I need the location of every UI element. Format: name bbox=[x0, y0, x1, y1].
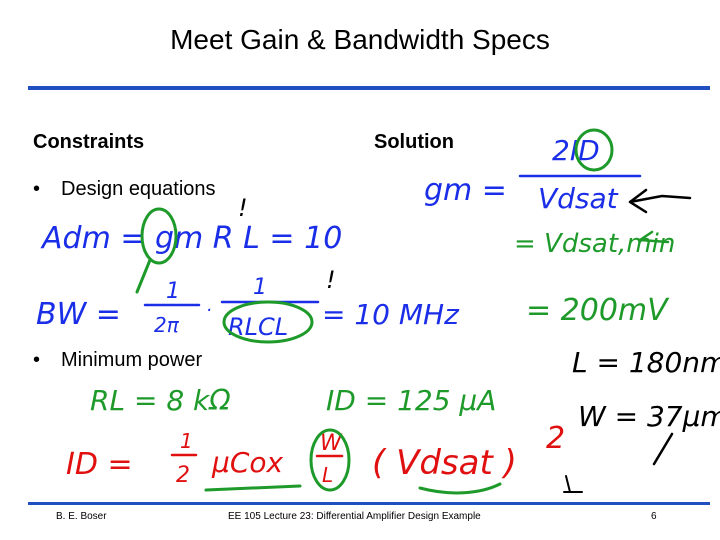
footer-divider bbox=[28, 502, 710, 505]
gain-exclamation: ! bbox=[238, 194, 248, 222]
id-l: L bbox=[322, 463, 333, 487]
id-w: W bbox=[320, 431, 343, 456]
svg-text:·: · bbox=[206, 300, 212, 321]
bw-denominator-1: 2π bbox=[154, 313, 180, 337]
id-half-numerator: 1 bbox=[180, 429, 193, 453]
footer-course: EE 105 Lecture 23: Differential Amplifie… bbox=[228, 511, 481, 522]
bw-numerator-2: 1 bbox=[253, 275, 267, 300]
id-numerator-circle bbox=[574, 128, 614, 172]
width-tail-mark bbox=[652, 432, 674, 466]
solution-heading: Solution bbox=[374, 131, 454, 153]
id-eq-lhs: ID = bbox=[66, 447, 133, 482]
vdsat-200mv: = 200mV bbox=[526, 293, 670, 328]
bullet-symbol: • bbox=[33, 349, 41, 371]
bw-exclamation: ! bbox=[326, 266, 336, 294]
bullet-minimum-power: • Minimum power bbox=[33, 349, 202, 372]
square-mark bbox=[563, 475, 583, 493]
gm-highlight-tail bbox=[135, 258, 152, 294]
vdsat-arrow bbox=[628, 188, 692, 214]
constraints-heading: Constraints bbox=[33, 131, 145, 153]
bw-numerator-1: 1 bbox=[166, 279, 180, 304]
gm-lhs: gm = bbox=[424, 173, 507, 208]
length-value: L = 180nm bbox=[572, 346, 720, 379]
bullet-symbol: • bbox=[33, 178, 41, 200]
id-ucox: μCox bbox=[211, 446, 283, 479]
bullet-design-equations: • Design equations bbox=[33, 178, 216, 201]
gain-equation: Adm = gm R L = 10 bbox=[40, 221, 342, 256]
vdsat-min-check bbox=[638, 230, 670, 244]
footer-author: B. E. Boser bbox=[56, 511, 107, 522]
wl-highlight-circle bbox=[309, 428, 351, 492]
id-value: ID = 125 μA bbox=[326, 384, 496, 417]
width-value: W = 37μm bbox=[578, 400, 720, 433]
gm-highlight-circle bbox=[140, 207, 178, 265]
id-half-denominator: 2 bbox=[176, 463, 190, 488]
id-square: 2 bbox=[546, 421, 565, 456]
bw-rhs: = 10 MHz bbox=[322, 298, 460, 331]
footer-page-number: 6 bbox=[651, 511, 657, 522]
rl-value: RL = 8 kΩ bbox=[90, 384, 231, 417]
id-vdsat-paren: ( Vdsat ) bbox=[372, 443, 517, 483]
title-divider bbox=[28, 86, 710, 90]
bullet-text: Minimum power bbox=[61, 349, 203, 371]
bullet-text: Design equations bbox=[61, 178, 216, 200]
vdsat-underline bbox=[418, 482, 502, 495]
bw-lhs: BW = bbox=[36, 297, 121, 332]
gm-denominator: Vdsat bbox=[538, 182, 619, 215]
slide-title: Meet Gain & Bandwidth Specs bbox=[170, 24, 550, 55]
ucox-underline bbox=[204, 484, 302, 492]
rlcl-highlight-circle bbox=[222, 300, 314, 344]
